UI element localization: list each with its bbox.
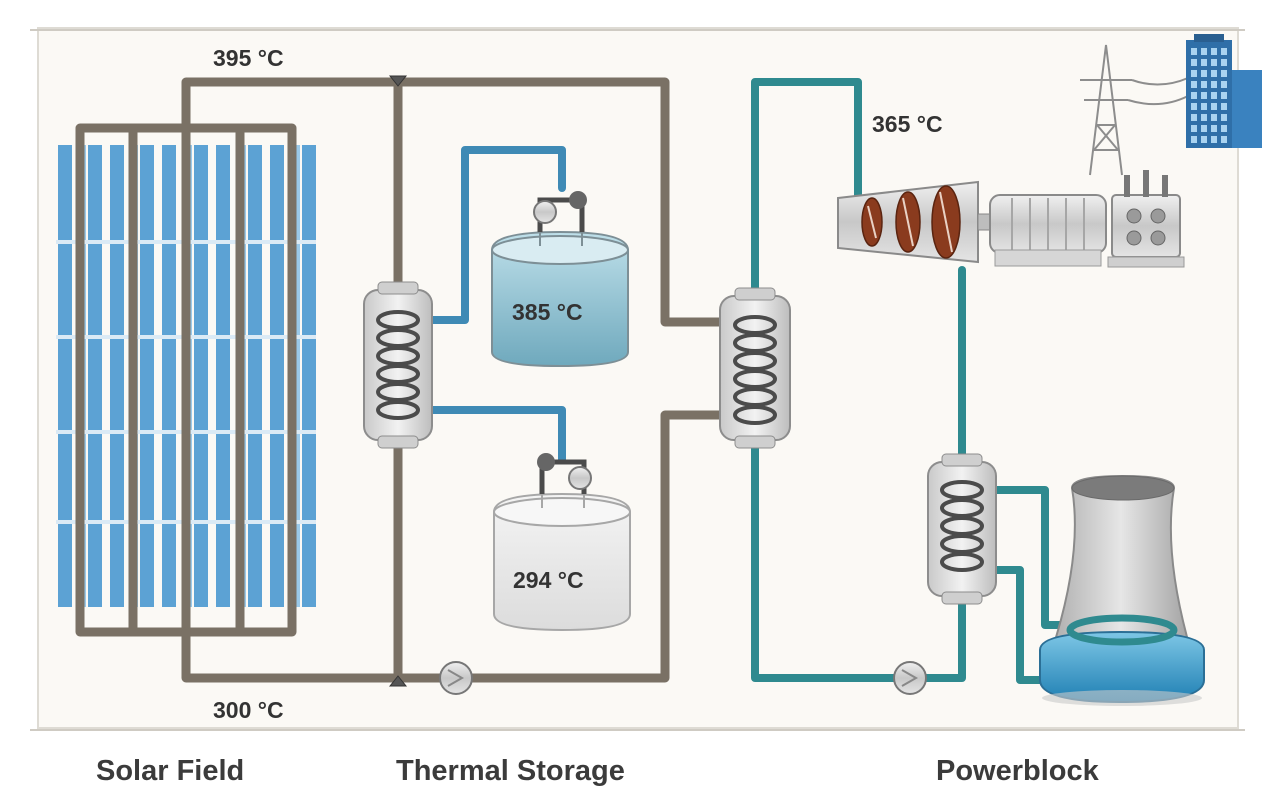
- transmission-tower: [1080, 44, 1189, 176]
- building-window: [1221, 114, 1227, 121]
- building-window: [1221, 103, 1227, 110]
- htf-loop: [75, 77, 730, 683]
- collector-mirror-strip: [302, 145, 316, 607]
- transformer: [1107, 170, 1185, 268]
- collector-mirror-strip: [270, 145, 284, 607]
- building-window: [1211, 103, 1217, 110]
- building-window: [1211, 92, 1217, 99]
- building-window: [1191, 114, 1197, 121]
- building-window: [1211, 125, 1217, 132]
- building-window: [1211, 59, 1217, 66]
- collector-mirror-strip: [140, 145, 154, 607]
- steam-turbine: [837, 180, 991, 264]
- feedwater-pump: [893, 661, 927, 695]
- building-window: [1201, 125, 1207, 132]
- building-window: [1201, 114, 1207, 121]
- collector-mirror-strip: [294, 145, 300, 607]
- collector-mirror-strip: [162, 145, 176, 607]
- building-window: [1201, 103, 1207, 110]
- building-window: [1191, 81, 1197, 88]
- hot-tank-pump: [533, 191, 587, 232]
- collector-mirror-strip: [58, 145, 72, 607]
- solar-field-cold-temp: 300 °C: [213, 697, 284, 723]
- section-label-solar-field: Solar Field: [96, 755, 244, 787]
- building-window: [1191, 125, 1197, 132]
- steam-temp: 365 °C: [872, 111, 943, 137]
- section-label-thermal-storage: Thermal Storage: [396, 755, 625, 787]
- building-window: [1221, 81, 1227, 88]
- building-window: [1201, 48, 1207, 55]
- building-window: [1221, 70, 1227, 77]
- cooling-tower: [1039, 474, 1205, 706]
- generator: [989, 194, 1107, 267]
- collector-mirror-strip: [248, 145, 262, 607]
- junction-markers: [388, 75, 408, 687]
- building-window: [1191, 92, 1197, 99]
- solar-field-hot-temp: 395 °C: [213, 45, 284, 71]
- cold-salt-tank: [493, 492, 631, 632]
- building-window: [1191, 70, 1197, 77]
- building-window: [1191, 48, 1197, 55]
- hot-salt-tank: [491, 230, 629, 368]
- storage-heat-exchanger: [363, 281, 433, 449]
- condenser-heat-exchanger: [927, 453, 997, 605]
- section-label-powerblock: Powerblock: [936, 755, 1100, 787]
- building-window: [1201, 70, 1207, 77]
- salt-loop: [428, 146, 566, 464]
- collector-mirror-strip: [194, 145, 208, 607]
- solar-collectors: [56, 145, 316, 607]
- building-window: [1221, 125, 1227, 132]
- building-window: [1211, 136, 1217, 143]
- building-window: [1221, 92, 1227, 99]
- steam-generator-heat-exchanger: [719, 287, 791, 449]
- building-window: [1211, 70, 1217, 77]
- htf-circulation-pump: [439, 661, 473, 695]
- cold-tank-temp: 294 °C: [513, 567, 584, 593]
- building-window: [1211, 81, 1217, 88]
- building-window: [1221, 59, 1227, 66]
- collector-mirror-strip: [88, 145, 102, 607]
- building-window: [1201, 92, 1207, 99]
- building-window: [1191, 136, 1197, 143]
- collector-mirror-strip: [216, 145, 230, 607]
- building-window: [1201, 59, 1207, 66]
- hot-tank-temp: 385 °C: [512, 299, 583, 325]
- building-window: [1201, 136, 1207, 143]
- city-building: [1186, 34, 1262, 148]
- building-window: [1201, 81, 1207, 88]
- building-window: [1221, 136, 1227, 143]
- building-window: [1191, 103, 1197, 110]
- collector-mirror-strip: [110, 145, 124, 607]
- building-window: [1221, 48, 1227, 55]
- building-window: [1211, 114, 1217, 121]
- cold-tank-pump: [537, 453, 592, 494]
- building-window: [1191, 59, 1197, 66]
- building-window: [1211, 48, 1217, 55]
